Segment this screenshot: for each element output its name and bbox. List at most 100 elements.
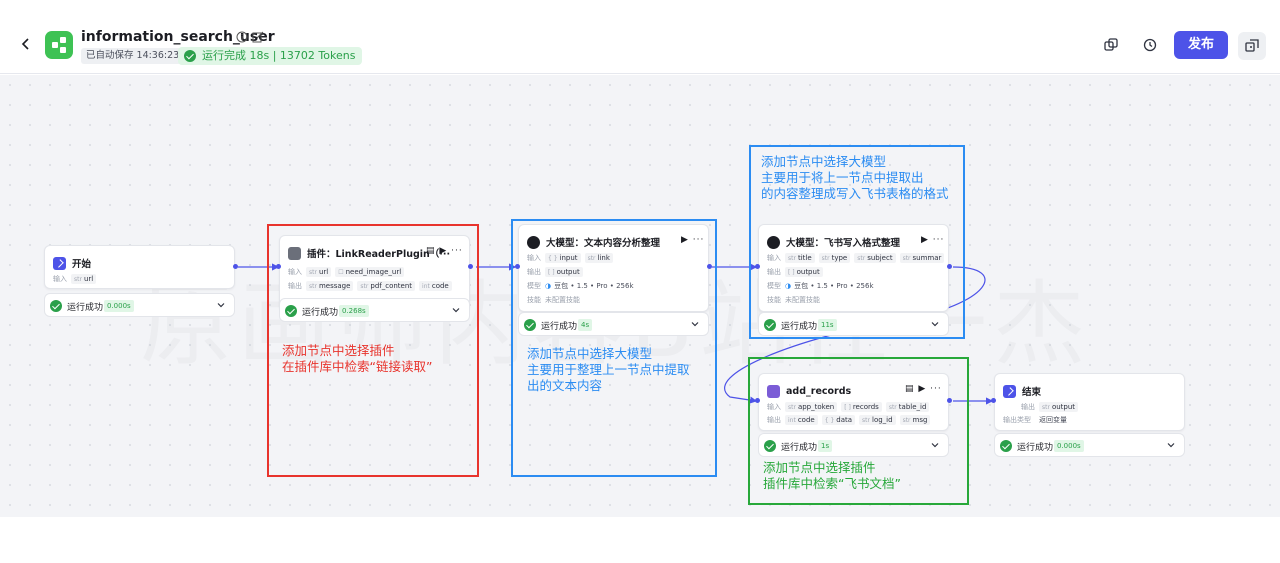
run-time-badge: 1s: [818, 440, 833, 452]
annotation-text-llm-analysis: 添加节点中选择大模型主要用于整理上一节点中提取出的文本内容: [527, 346, 690, 393]
annotation-box-add-records: [748, 357, 969, 505]
annotation-text-plugin: 添加节点中选择插件在插件库中检索“链接读取”: [282, 343, 433, 374]
start-run-status: 运行成功 0.000s: [44, 293, 235, 317]
run-time-badge: 0.000s: [1054, 440, 1084, 452]
plugin-run-status: 运行成功 0.268s: [279, 298, 470, 322]
info-icon[interactable]: [236, 31, 248, 43]
back-arrow-icon[interactable]: [18, 36, 34, 52]
end-run-status: 运行成功 0.000s: [994, 433, 1185, 457]
annotation-box-llm-analysis: [511, 219, 717, 477]
duplicate-icon: [1245, 39, 1259, 52]
output-port[interactable]: [233, 264, 238, 269]
bottom-panel: [0, 517, 1280, 563]
chevron-down-icon[interactable]: [451, 305, 461, 315]
annotation-box-llm-format: [749, 145, 965, 339]
node-actions[interactable]: ▶ ···: [681, 235, 705, 245]
llm-analysis-run-status: 运行成功 4s: [518, 312, 709, 336]
node-actions[interactable]: ▤ ▶ ···: [905, 384, 942, 394]
end-icon: [1003, 384, 1016, 398]
output-port[interactable]: [468, 264, 473, 269]
input-port[interactable]: [276, 264, 281, 269]
app-logo-icon: [45, 31, 73, 59]
run-status-text: 运行完成 18s | 13702 Tokens: [202, 49, 356, 62]
param-chip: [ ]output: [545, 267, 583, 277]
chevron-down-icon[interactable]: [1166, 440, 1176, 450]
more-options-button[interactable]: [1238, 32, 1266, 60]
success-icon: [764, 440, 776, 452]
autosave-status: 已自动保存 14:36:23: [81, 48, 185, 64]
node-title: 开始: [72, 259, 92, 270]
success-icon: [764, 319, 776, 331]
plugin-icon: [288, 246, 301, 260]
input-label: 输入: [53, 275, 67, 283]
chevron-down-icon[interactable]: [930, 440, 940, 450]
input-port[interactable]: [755, 398, 760, 403]
run-time-badge: 11s: [818, 319, 837, 331]
success-icon: [524, 319, 536, 331]
llm-format-run-status: 运行成功 11s: [758, 312, 949, 336]
param-chip: [ ]records: [841, 402, 882, 412]
top-bar: information_search_user 已自动保存 14:36:23 运…: [0, 0, 1280, 74]
workflow-title: information_search_user: [81, 29, 275, 45]
param-chip: { }data: [821, 415, 856, 425]
records-icon: [767, 384, 780, 398]
edit-icon[interactable]: [252, 31, 264, 43]
check-circle-icon: [184, 50, 196, 62]
node-title: add_records: [786, 385, 852, 397]
node-title: 大模型：飞书写入格式整理: [786, 238, 901, 249]
input-port[interactable]: [755, 264, 760, 269]
llm-icon: [767, 235, 780, 249]
input-port[interactable]: [515, 264, 520, 269]
chevron-down-icon[interactable]: [930, 319, 940, 329]
run-time-badge: 4s: [578, 319, 593, 331]
history-icon[interactable]: [1143, 38, 1157, 52]
node-actions[interactable]: ▤ ▶ ···: [426, 246, 463, 256]
output-port[interactable]: [707, 264, 712, 269]
node-title: 大模型：文本内容分析整理: [546, 238, 661, 249]
success-icon: [285, 305, 297, 317]
copy-icon[interactable]: [1104, 38, 1118, 52]
add-records-run-status: 运行成功 1s: [758, 433, 949, 457]
output-port[interactable]: [947, 398, 952, 403]
start-icon: [53, 256, 66, 270]
param-chip: [ ]output: [785, 267, 823, 277]
publish-button[interactable]: 发布: [1174, 31, 1228, 59]
success-icon: [1000, 440, 1012, 452]
run-time-badge: 0.000s: [104, 300, 134, 312]
success-icon: [50, 300, 62, 312]
doubao-icon: ◑: [545, 282, 552, 290]
annotation-text-add-records: 添加节点中选择插件插件库中检索“飞书文档”: [763, 460, 901, 491]
llm-icon: [527, 235, 540, 249]
run-status-badge[interactable]: 运行完成 18s | 13702 Tokens: [178, 47, 363, 65]
input-port[interactable]: [991, 398, 996, 403]
node-actions[interactable]: ▶ ···: [921, 235, 945, 245]
chevron-down-icon[interactable]: [216, 300, 226, 310]
annotation-box-plugin: [267, 224, 479, 477]
node-title: 插件：LinkReaderPlugin（···: [307, 249, 451, 260]
param-chip: ☐need_image_url: [335, 267, 405, 277]
chevron-down-icon[interactable]: [690, 319, 700, 329]
run-time-badge: 0.268s: [339, 305, 369, 317]
output-port[interactable]: [947, 264, 952, 269]
